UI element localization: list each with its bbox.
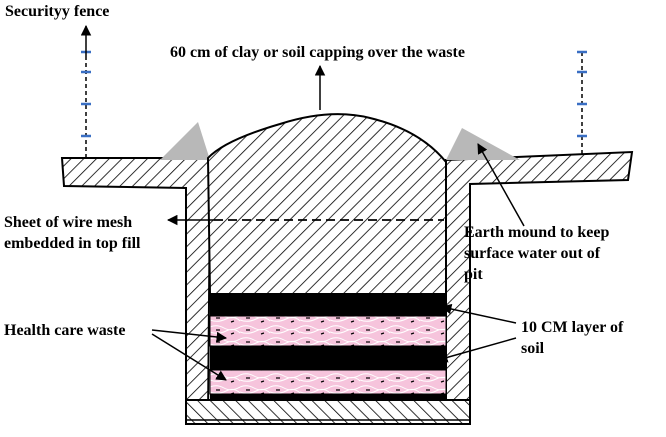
pit-wall-left	[60, 157, 212, 421]
label-security-fence: Securityy fence	[5, 3, 110, 20]
label-health-care-waste: Health care waste	[4, 322, 126, 339]
arrow-waste-upper	[151, 329, 228, 343]
clay-soil-capping	[206, 113, 447, 295]
label-soil-layer: 10 CM layer of soil	[521, 317, 623, 359]
label-earth-mound-line-2: surface water out of	[464, 245, 601, 262]
label-earth-mound: Earth mound to keep surface water out of…	[464, 222, 609, 285]
pit-wall-right	[445, 150, 634, 421]
soil-layer-middle	[210, 346, 446, 370]
label-wire-mesh-line-1: Sheet of wire mesh	[4, 214, 133, 231]
earth-mound-left	[160, 122, 210, 160]
waste-layer-upper	[209, 315, 447, 347]
security-fence-right	[577, 50, 587, 154]
label-soil-layer-line-1: 10 CM layer of	[521, 319, 624, 336]
arrow-earth-mound	[477, 143, 525, 227]
label-wire-mesh-line-2: embedded in top fill	[4, 235, 141, 252]
label-earth-mound-line-1: Earth mound to keep	[464, 224, 610, 241]
earth-mound-right	[446, 128, 520, 160]
label-wire-mesh: Sheet of wire mesh embedded in top fill	[4, 212, 140, 254]
soil-layer-top	[210, 294, 446, 316]
label-soil-layer-line-2: soil	[521, 340, 545, 357]
soil-layer-bottom	[210, 394, 446, 400]
arrow-soil-lower	[436, 337, 517, 363]
label-capping: 60 cm of clay or soil capping over the w…	[170, 44, 465, 61]
arrow-soil-upper	[440, 303, 517, 324]
arrow-waste-lower	[151, 333, 227, 381]
label-earth-mound-line-3: pit	[464, 266, 483, 283]
waste-layer-lower	[209, 369, 447, 395]
security-fence-left	[81, 50, 91, 158]
